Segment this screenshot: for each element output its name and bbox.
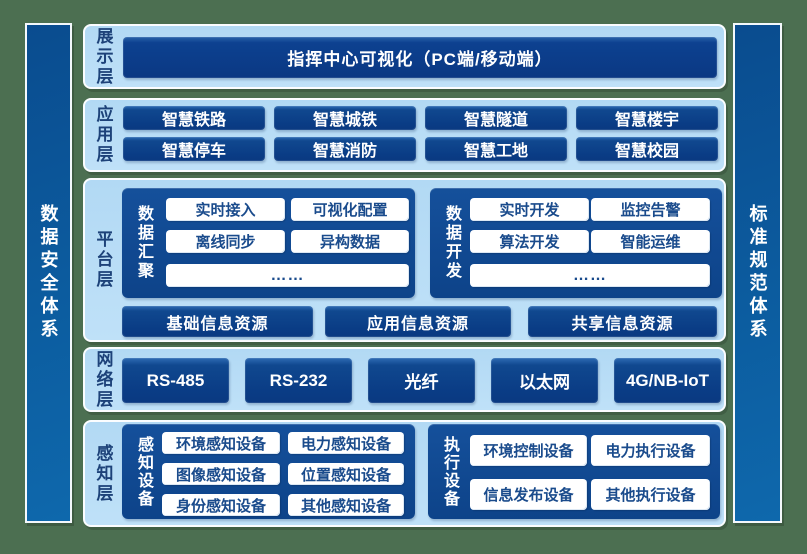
app-node-smart-campus: 智慧校园 [576,137,718,161]
pill-realtime-access: 实时接入 [166,198,285,221]
perception-layer-panel: 感知层 感知设备 环境感知设备 电力感知设备 图像感知设备 位置感知设备 身份感… [83,420,726,527]
perception-layer-label: 感知层 [93,443,113,504]
pill-development-more: …… [470,264,710,287]
protocol-node-4g-nbiot: 4G/NB-IoT [614,358,721,403]
pill-realtime-dev: 实时开发 [470,198,589,221]
pill-intelligent-ops: 智能运维 [591,230,710,253]
platform-layer-panel: 平台层 数据汇聚 实时接入 可视化配置 离线同步 异构数据 …… 数据开发 实时… [83,178,726,342]
execution-devices-title: 执行设备 [441,435,458,508]
pill-power-execution: 电力执行设备 [591,435,710,466]
protocol-node-rs232: RS-232 [245,358,352,403]
display-layer-label: 展示层 [93,26,113,87]
app-node-smart-metro: 智慧城铁 [274,106,416,130]
app-node-smart-tunnel: 智慧隧道 [425,106,567,130]
pill-env-control: 环境控制设备 [470,435,587,466]
data-security-system-bar: 数据安全体系 [25,23,72,523]
data-aggregation-block: 数据汇聚 实时接入 可视化配置 离线同步 异构数据 …… [122,188,415,298]
pill-power-sensing: 电力感知设备 [288,432,404,454]
resource-node-basic-info: 基础信息资源 [122,306,313,337]
resource-node-application-info: 应用信息资源 [325,306,511,337]
platform-layer-label: 平台层 [93,230,113,290]
display-layer-panel: 展示层 指挥中心可视化（PC端/移动端） [83,24,726,89]
sensing-devices-block: 感知设备 环境感知设备 电力感知设备 图像感知设备 位置感知设备 身份感知设备 … [122,424,415,519]
pill-location-sensing: 位置感知设备 [288,463,404,485]
pill-heterogeneous-data: 异构数据 [291,230,409,253]
data-development-block: 数据开发 实时开发 监控告警 算法开发 智能运维 …… [430,188,722,298]
pill-monitor-alert: 监控告警 [591,198,710,221]
resource-node-shared-info: 共享信息资源 [528,306,717,337]
sensing-devices-title: 感知设备 [135,435,152,508]
application-layer-panel: 应用层 智慧铁路 智慧城铁 智慧隧道 智慧楼宇 智慧停车 智慧消防 智慧工地 智… [83,98,726,172]
network-layer-panel: 网络层 RS-485 RS-232 光纤 以太网 4G/NB-IoT [83,347,726,412]
app-node-smart-fire: 智慧消防 [274,137,416,161]
network-layer-label: 网络层 [93,349,113,410]
data-development-title: 数据开发 [443,205,460,281]
pill-algorithm-dev: 算法开发 [470,230,589,253]
protocol-node-fiber: 光纤 [368,358,475,403]
pill-other-sensing: 其他感知设备 [288,494,404,516]
protocol-node-ethernet: 以太网 [491,358,598,403]
data-aggregation-title: 数据汇聚 [135,205,152,281]
pill-image-sensing: 图像感知设备 [162,463,280,485]
pill-aggregation-more: …… [166,264,409,287]
data-security-system-label: 数据安全体系 [38,204,59,342]
protocol-node-rs485: RS-485 [122,358,229,403]
pill-visual-config: 可视化配置 [291,198,409,221]
standard-spec-system-bar: 标准规范体系 [733,23,782,523]
pill-offline-sync: 离线同步 [166,230,285,253]
app-node-smart-site: 智慧工地 [425,137,567,161]
command-center-visualization-node: 指挥中心可视化（PC端/移动端） [123,37,717,78]
app-node-smart-railway: 智慧铁路 [123,106,265,130]
standard-spec-system-label: 标准规范体系 [747,204,768,342]
app-node-smart-parking: 智慧停车 [123,137,265,161]
application-layer-label: 应用层 [93,105,113,165]
app-node-smart-building: 智慧楼宇 [576,106,718,130]
pill-identity-sensing: 身份感知设备 [162,494,280,516]
execution-devices-block: 执行设备 环境控制设备 电力执行设备 信息发布设备 其他执行设备 [428,424,720,519]
pill-other-execution: 其他执行设备 [591,479,710,510]
pill-info-publishing: 信息发布设备 [470,479,587,510]
pill-env-sensing: 环境感知设备 [162,432,280,454]
